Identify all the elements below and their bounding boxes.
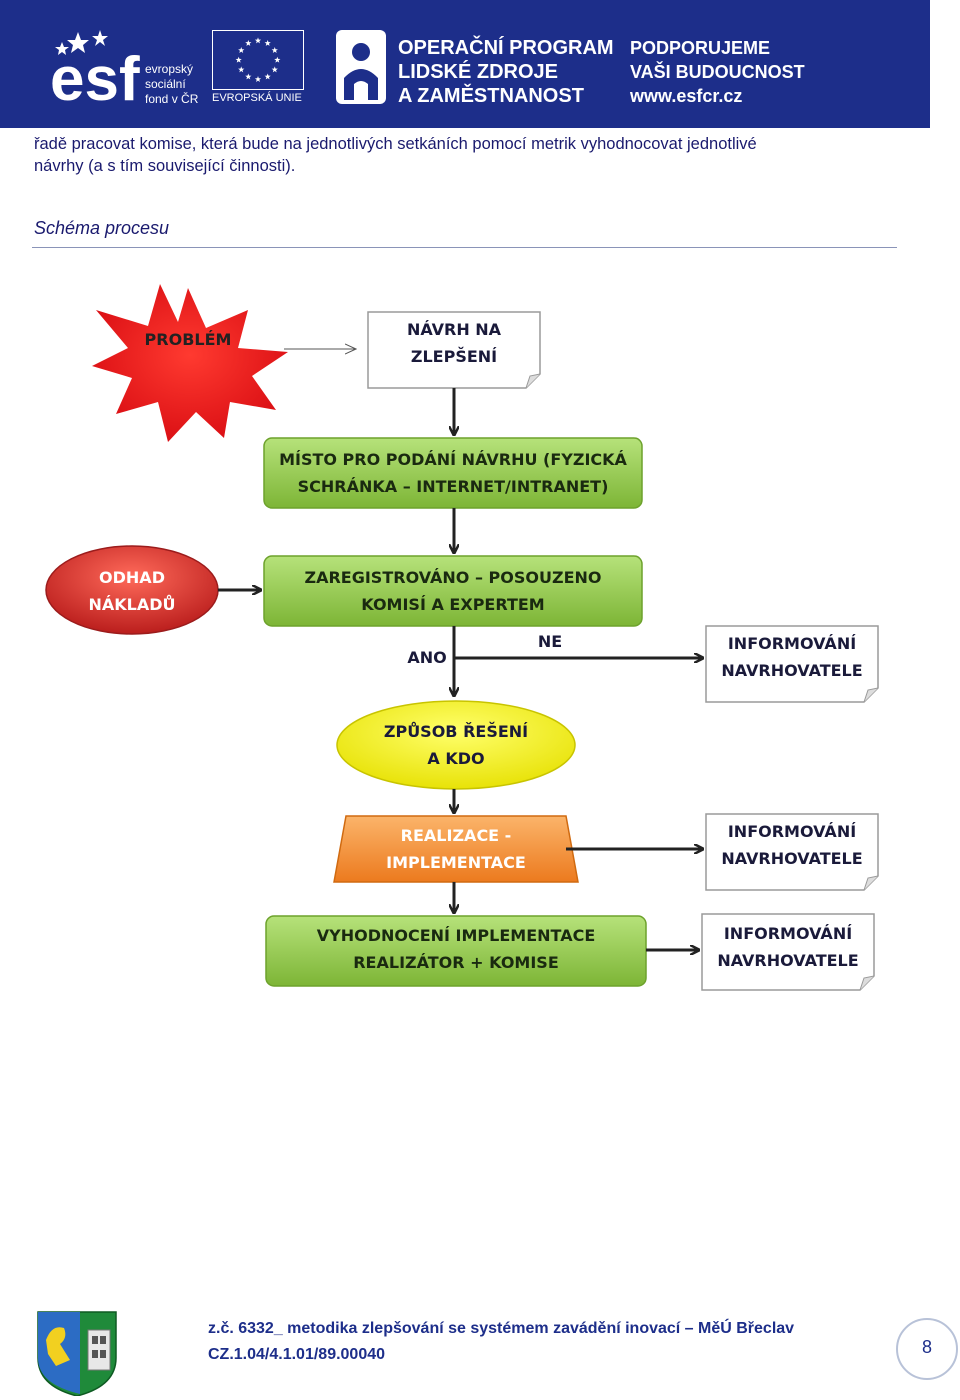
footer-line-1: z.č. 6332_ metodika zlepšování se systém… [208, 1320, 795, 1337]
solution-ellipse [336, 700, 576, 790]
inform-3-line-2: NAVRHOVATELE [717, 951, 859, 970]
page-number: 8 [921, 1337, 932, 1357]
eu-star-icon [254, 76, 262, 82]
section-title: Schéma procesu [34, 218, 170, 238]
paragraph-line-2: návrhy (a s tím související činnosti). [34, 157, 296, 175]
page-number-circle [896, 1318, 958, 1380]
esf-logo: esf [50, 30, 140, 108]
problem-label: PROBLÉM [144, 330, 232, 349]
paragraph-line-1: řadě pracovat komise, která bude na jedn… [34, 135, 757, 153]
esf-line-3: fond v ČR [145, 92, 199, 106]
eu-star-icon [264, 39, 271, 46]
inform-1-line-1: INFORMOVÁNÍ [727, 634, 857, 653]
section-divider [32, 247, 897, 248]
esf-line-2: sociální [145, 77, 186, 91]
submission-line-2: SCHRÁNKA – INTERNET/INTRANET) [297, 477, 609, 496]
eu-caption: EVROPSKÁ UNIE [212, 92, 302, 104]
footer-text: z.č. 6332_ metodika zlepšování se systém… [208, 1316, 794, 1368]
op-line-3: A ZAMĚSTNANOST [398, 85, 584, 107]
proposal-line-2: ZLEPŠENÍ [410, 347, 498, 366]
eu-star-icon [245, 73, 252, 80]
esf-line-1: evropský [145, 62, 194, 76]
solution-label: ZPŮSOB ŘEŠENÍ A KDO [337, 718, 575, 772]
registered-line-1: ZAREGISTROVÁNO – POSOUZENO [304, 568, 602, 587]
yes-label: ANO [407, 648, 447, 667]
realization-box [333, 815, 579, 883]
support-url[interactable]: www.esfcr.cz [630, 86, 743, 106]
submission-label: MÍSTO PRO PODÁNÍ NÁVRHU (FYZICKÁ SCHRÁNK… [264, 446, 642, 500]
proposal-label: NÁVRH NA ZLEPŠENÍ [368, 316, 540, 370]
solution-line-1: ZPŮSOB ŘEŠENÍ [383, 722, 529, 741]
op-line-2: LIDSKÉ ZDROJE [398, 61, 559, 83]
svg-text:esf: esf [50, 45, 140, 108]
realization-label: REALIZACE - IMPLEMENTACE [334, 822, 578, 876]
submission-line-1: MÍSTO PRO PODÁNÍ NÁVRHU (FYZICKÁ [279, 450, 627, 469]
evaluation-line-2: REALIZÁTOR + KOMISE [353, 953, 559, 972]
support-slogan: PODPORUJEME VAŠI BUDOUCNOST www.esfcr.cz [630, 36, 805, 108]
cost-label: ODHAD NÁKLADŮ [46, 564, 218, 618]
process-diagram: PROBLÉM NÁVRH NA ZLEPŠENÍ MÍSTO PRO PODÁ… [0, 270, 960, 1010]
registered-line-2: KOMISÍ A EXPERTEM [361, 595, 545, 614]
solution-line-2: A KDO [427, 749, 485, 768]
inform-3-label: INFORMOVÁNÍ NAVRHOVATELE [702, 920, 874, 974]
eu-star-icon [271, 66, 278, 73]
inform-1-label: INFORMOVÁNÍ NAVRHOVATELE [706, 630, 878, 684]
eu-star-icon [245, 39, 252, 46]
intro-paragraph: řadě pracovat komise, která bude na jedn… [34, 133, 914, 177]
cost-line-1: ODHAD [99, 568, 165, 587]
inform-2-line-1: INFORMOVÁNÍ [727, 822, 857, 841]
realization-line-2: IMPLEMENTACE [386, 853, 526, 872]
no-label: NE [537, 632, 563, 651]
eu-star-icon [254, 37, 262, 44]
header-banner: esf evropský sociální fond v ČR EVROPSKÁ… [0, 0, 930, 128]
support-line-1: PODPORUJEME [630, 38, 771, 58]
support-line-2: VAŠI BUDOUCNOST [630, 62, 805, 82]
oplz-logo [336, 30, 386, 104]
op-program-title: OPERAČNÍ PROGRAM LIDSKÉ ZDROJE A ZAMĚSTN… [398, 36, 614, 108]
eu-star-icon [264, 73, 271, 80]
inform-3-line-1: INFORMOVÁNÍ [723, 924, 853, 943]
eu-star-icon [274, 56, 281, 63]
evaluation-line-1: VYHODNOCENÍ IMPLEMENTACE [316, 926, 596, 945]
diagram-shapes [45, 284, 879, 991]
footer-line-2: CZ.1.04/4.1.01/89.00040 [208, 1346, 386, 1363]
problem-star [92, 284, 288, 442]
eu-star-icon [238, 47, 245, 53]
inform-1-line-2: NAVRHOVATELE [721, 661, 863, 680]
esf-caption: evropský sociální fond v ČR [145, 62, 198, 107]
city-crest-icon [37, 1311, 117, 1396]
eu-star-icon [271, 47, 278, 53]
cost-line-2: NÁKLADŮ [88, 595, 176, 614]
inform-2-line-2: NAVRHOVATELE [721, 849, 863, 868]
eu-flag-icon [212, 30, 304, 90]
eu-star-icon [238, 66, 245, 73]
registered-label: ZAREGISTROVÁNO – POSOUZENO KOMISÍ A EXPE… [264, 564, 642, 618]
realization-line-1: REALIZACE - [400, 826, 512, 845]
eu-star-icon [235, 56, 242, 63]
proposal-line-1: NÁVRH NA [406, 320, 502, 339]
evaluation-label: VYHODNOCENÍ IMPLEMENTACE REALIZÁTOR + KO… [266, 922, 646, 976]
op-line-1: OPERAČNÍ PROGRAM [398, 37, 614, 59]
connectors [218, 349, 702, 950]
inform-2-label: INFORMOVÁNÍ NAVRHOVATELE [706, 818, 878, 872]
